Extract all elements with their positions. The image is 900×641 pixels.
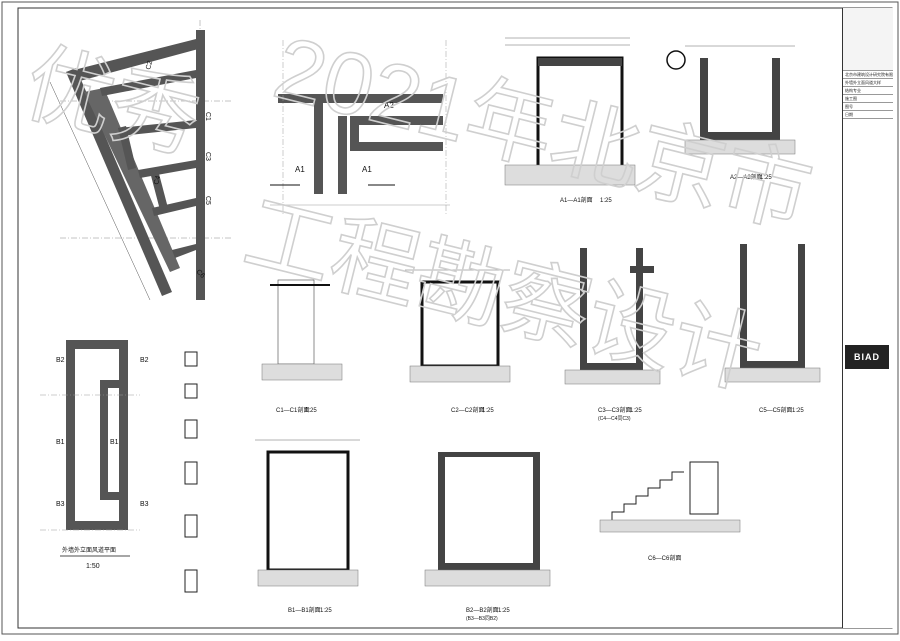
- section-b2-scale: 1:25: [498, 608, 510, 614]
- section-c3-scale: 1:25: [630, 408, 642, 414]
- section-c2-drawing: [405, 269, 511, 383]
- tb-row-4: 图号: [843, 103, 893, 111]
- plan-label-c4: C4: [153, 175, 162, 186]
- section-c6-title: C6—C6剖面: [648, 554, 681, 562]
- plan-label-c3: C3: [204, 152, 211, 161]
- section-c1-title: C1—C1剖面: [276, 406, 309, 414]
- plan-label-a1: A1: [295, 165, 305, 174]
- plan-label-a1-right: A1: [362, 165, 372, 174]
- section-b1-scale: 1:25: [320, 608, 332, 614]
- section-a1-drawing: [504, 37, 636, 186]
- diagonal-plan: [49, 20, 232, 301]
- tb-row-3: 施工图: [843, 95, 893, 103]
- plan-label-b1-right: B1: [110, 439, 119, 446]
- plan-title: 外墙外立面风道平面: [62, 546, 116, 554]
- plan-label-b2-right: B2: [140, 357, 149, 364]
- plan-label-c5: C5: [204, 196, 211, 205]
- tb-row-2: 结构专业: [843, 87, 893, 95]
- section-c5-title: C5—C5剖面: [759, 406, 792, 414]
- plan-scale: 1:50: [86, 563, 100, 570]
- tb-row-1: 外墙外立面风道大样: [843, 79, 893, 87]
- section-a2-title: A2—A2剖面: [730, 173, 763, 181]
- section-a1-scale: 1:25: [600, 198, 612, 204]
- section-b1-drawing: [255, 439, 360, 587]
- section-c1-drawing: [261, 279, 343, 381]
- plan-label-b3-left: B3: [56, 501, 65, 508]
- title-block: 北京市建筑设计研究院有限公司 外墙外立面风道大样 结构专业 施工图 图号 日期: [842, 8, 893, 628]
- shaft-plan: [40, 340, 140, 531]
- section-a2-scale: 1:25: [760, 175, 772, 181]
- section-b2-subtitle: (B3—B3同B2): [466, 616, 498, 622]
- plan-label-c2: C2: [145, 60, 154, 71]
- section-c1-scale: 1:25: [305, 408, 317, 414]
- plan-label-b1-left: B1: [56, 439, 65, 446]
- section-c6-drawing: [599, 461, 741, 533]
- section-a2-drawing: [666, 45, 796, 155]
- tb-row-0: 北京市建筑设计研究院有限公司: [843, 72, 893, 79]
- section-a1-title: A1—A1剖面: [560, 196, 593, 204]
- plan-label-c6: C6: [195, 268, 206, 279]
- plan-label-b2-left: B2: [56, 357, 65, 364]
- plan-label-c1: C1: [204, 112, 211, 121]
- rebar-details: [184, 351, 198, 593]
- section-b2-title: B2—B2剖面: [466, 606, 499, 614]
- plan-label-b3-right: B3: [140, 501, 149, 508]
- section-b1-title: B1—B1剖面: [288, 606, 321, 614]
- section-b2-drawing: [424, 452, 551, 587]
- tb-row-5: 日期: [843, 111, 893, 119]
- section-c5-scale: 1:25: [792, 408, 804, 414]
- section-c3-drawing: [564, 248, 661, 385]
- section-c3-title: C3—C3剖面: [598, 406, 631, 414]
- section-c2-scale: 1:25: [482, 408, 494, 414]
- biad-logo: BIAD: [845, 345, 889, 369]
- corner-plan: [270, 40, 450, 215]
- plan-label-a2: A2: [384, 101, 394, 110]
- key-plan: [843, 8, 893, 71]
- section-c3-subtitle: (C4—C4同C3): [598, 416, 631, 422]
- section-c2-title: C2—C2剖面: [451, 406, 484, 414]
- section-c5-drawing: [724, 244, 821, 383]
